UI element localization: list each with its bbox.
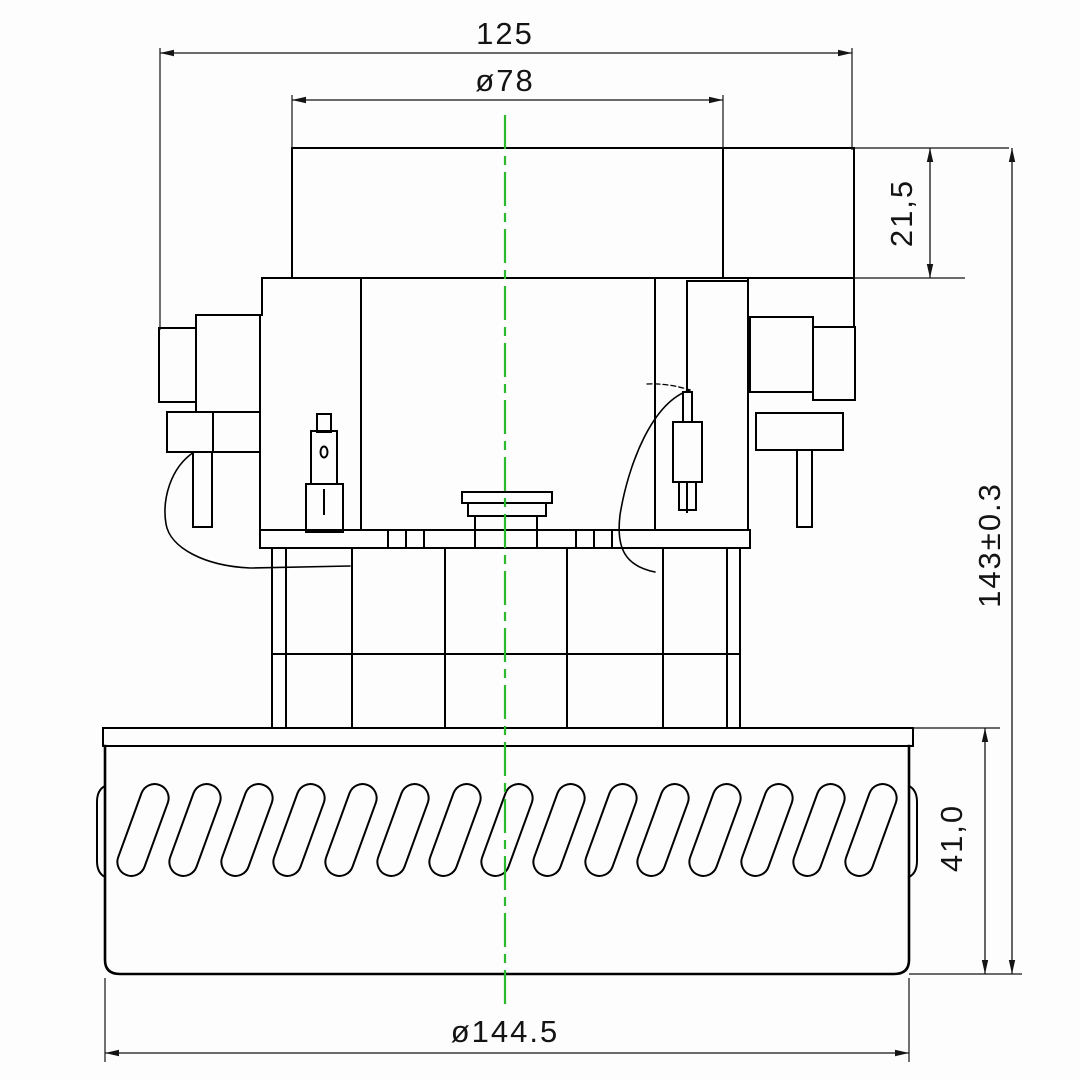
wire-right-tail [646, 383, 691, 391]
lead-wires [164, 383, 691, 573]
wire-right [618, 389, 691, 573]
bracket-right-leg [796, 449, 813, 528]
top-right-box [722, 147, 855, 279]
fan-shell [103, 744, 911, 976]
dim-cover-height: 21,5 [854, 147, 1009, 279]
vent-slot [324, 783, 378, 877]
terminal-left-holder [305, 483, 344, 533]
vent-slot [844, 783, 898, 877]
dim-top-width-ext [159, 48, 853, 330]
wire-left [164, 451, 351, 569]
vent-slot [168, 783, 222, 877]
bracket-right-column [654, 277, 749, 531]
vent-slot [636, 783, 690, 877]
top-cover [291, 147, 724, 279]
motor-outline [96, 147, 918, 976]
bracket-left-outer-tab [158, 327, 197, 403]
vent-slot [584, 783, 638, 877]
vent-slot [428, 783, 482, 877]
base-plate-ticks [387, 529, 613, 549]
dim-cover-height-label: 21,5 [884, 179, 919, 247]
dim-cover-height-ext [854, 147, 1009, 279]
dim-top-width: 125 [159, 16, 853, 330]
terminal-right-body [672, 421, 703, 483]
bearing-boss [461, 491, 553, 549]
vent-slot [532, 783, 586, 877]
dim-top-width-label: 125 [476, 16, 534, 51]
bracket-right [654, 277, 856, 531]
can-walls [271, 547, 741, 729]
dim-cover-diameter-ext [291, 95, 724, 148]
dim-total-height-label: 143±0.3 [972, 482, 1007, 608]
vent-slot [480, 783, 534, 877]
dim-cover-diameter-label: ø78 [475, 63, 534, 98]
dim-cover-diameter: ø78 [291, 63, 724, 148]
fan-housing [96, 727, 918, 976]
vent-slot [272, 783, 326, 877]
terminal-left-hole [319, 445, 329, 459]
fan-flange [102, 727, 914, 747]
bracket-left-leg [192, 451, 213, 528]
vent-slot [376, 783, 430, 877]
motor-can [271, 547, 741, 729]
dimensions: 125 ø78 21,5 143±0.3 41,0 ø [104, 16, 1022, 1062]
terminal-left [305, 413, 344, 533]
vent-slots [116, 783, 898, 877]
vent-slot [792, 783, 846, 877]
bracket-right-outer-tab [812, 326, 856, 401]
dim-fan-height-label: 41,0 [934, 804, 969, 872]
bracket-left-block [195, 314, 261, 413]
terminal-right [672, 391, 703, 513]
vent-slot [688, 783, 742, 877]
dim-total-height: 143±0.3 [972, 148, 1016, 974]
dim-fan-diameter-label: ø144.5 [451, 1014, 560, 1049]
vent-slot [740, 783, 794, 877]
vent-slot [220, 783, 274, 877]
dim-fan-height: 41,0 [909, 727, 1022, 975]
fan-ear-left [96, 784, 107, 879]
boss-plate [461, 491, 553, 504]
bracket-left [158, 277, 362, 531]
dim-fan-diameter-ext [104, 978, 910, 1062]
boss-step [467, 502, 547, 517]
dim-fan-diameter: ø144.5 [104, 978, 910, 1062]
terminal-right-tip [682, 391, 693, 423]
bracket-right-block [749, 316, 814, 393]
bracket-left-column [259, 277, 362, 531]
vent-slot [116, 783, 170, 877]
terminal-left-tip [316, 413, 332, 433]
can-seams [351, 547, 664, 729]
bracket-right-bar [755, 412, 844, 451]
fan-ear-right [907, 784, 918, 879]
